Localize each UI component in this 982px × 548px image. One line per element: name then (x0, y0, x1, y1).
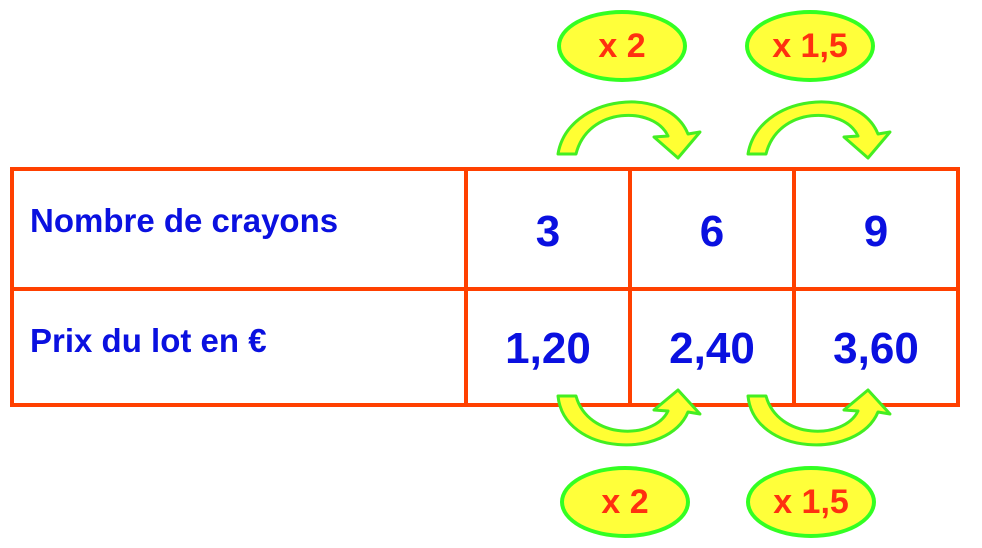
top-factor-1: x 2 (557, 10, 687, 82)
top-factor-2: x 1,5 (745, 10, 875, 82)
cell-crayons-3: 9 (792, 167, 960, 291)
row-label-prix: Prix du lot en € (10, 287, 468, 407)
bottom-factor-2: x 1,5 (746, 466, 876, 538)
table-row: Nombre de crayons 3 6 9 (10, 167, 960, 291)
cell-crayons-1: 3 (464, 167, 632, 291)
bottom-arrow-2-icon (746, 388, 892, 447)
top-arrow-2-icon (746, 100, 892, 160)
cell-prix-1: 1,20 (464, 287, 632, 407)
bottom-factor-1: x 2 (560, 466, 690, 538)
bottom-arrow-1-icon (556, 388, 702, 447)
cell-prix-2: 2,40 (628, 287, 796, 407)
row-label-crayons: Nombre de crayons (10, 167, 468, 291)
proportion-table: Nombre de crayons 3 6 9 Prix du lot en €… (10, 167, 960, 407)
top-factor-2-text: x 1,5 (772, 26, 848, 65)
bottom-factor-1-text: x 2 (601, 482, 649, 521)
top-factor-1-text: x 2 (598, 26, 646, 65)
bottom-factor-2-text: x 1,5 (773, 482, 849, 521)
cell-crayons-2: 6 (628, 167, 796, 291)
top-arrow-1-icon (556, 100, 702, 160)
